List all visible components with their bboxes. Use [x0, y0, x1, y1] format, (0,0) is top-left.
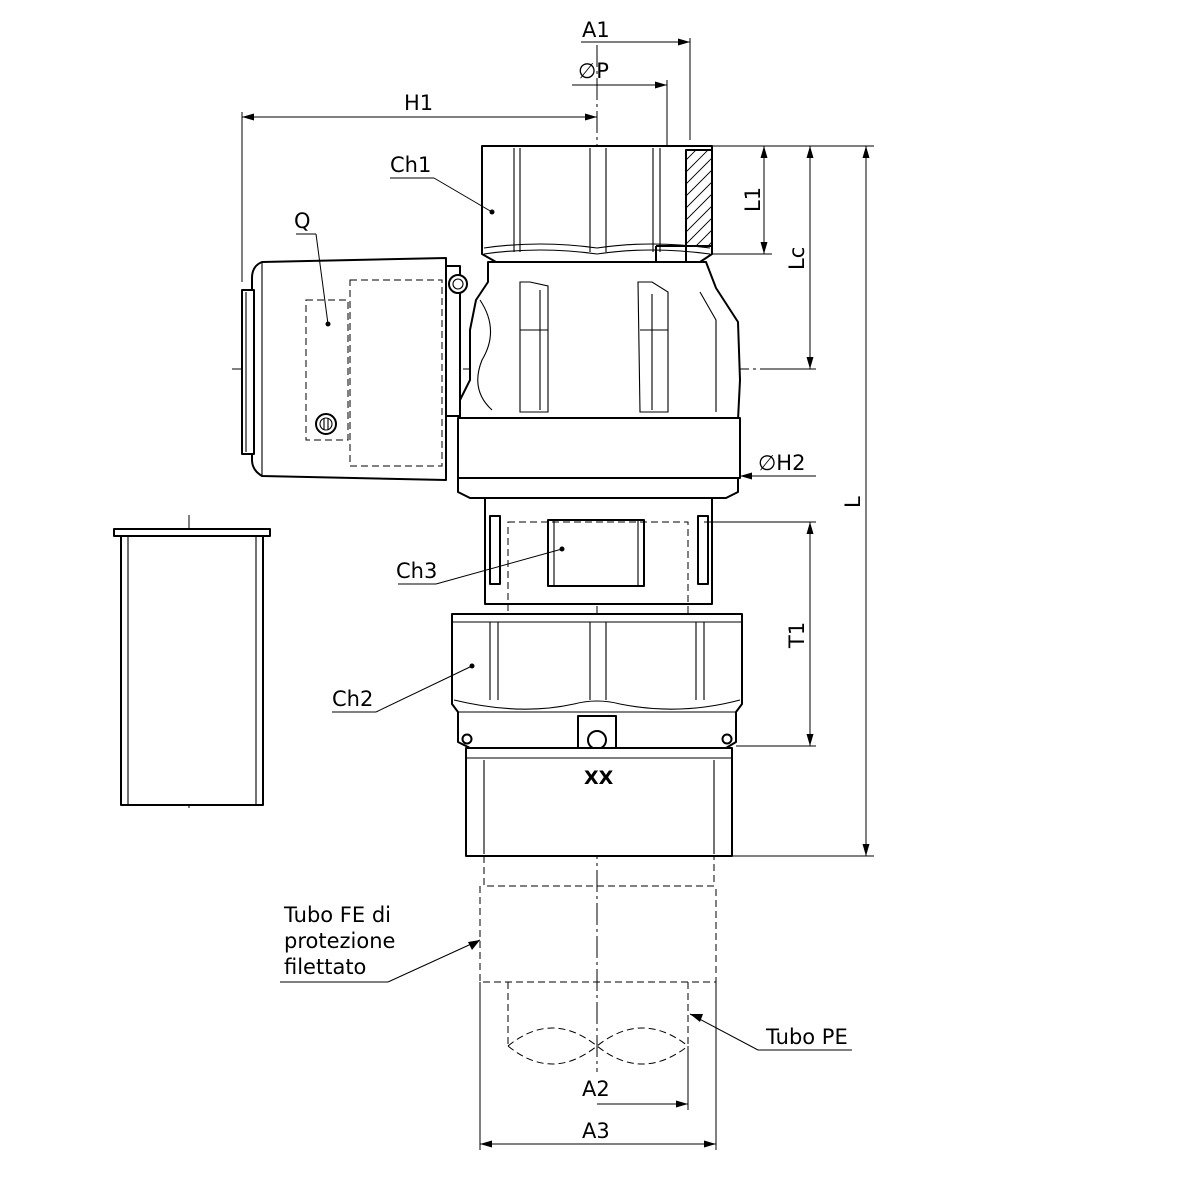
top-nut	[481, 145, 713, 263]
bottom-nut	[451, 613, 743, 751]
note-tubo-fe-line-1: Tubo FE di	[283, 903, 391, 927]
dimension-lines	[241, 38, 874, 1150]
sleeve-part	[113, 528, 271, 806]
dim-label-p: ∅P	[578, 59, 609, 83]
note-tubo-pe: Tubo PE	[765, 1025, 848, 1049]
dim-label-t1: T1	[785, 622, 809, 649]
part-label-ch1: Ch1	[390, 153, 431, 177]
valve-body	[457, 261, 741, 745]
dim-label-h2: ∅H2	[758, 451, 805, 475]
leader-lines	[280, 177, 852, 1051]
dim-label-l1: L1	[741, 187, 765, 212]
dim-label-h1: H1	[404, 91, 433, 115]
part-label-ch3: Ch3	[396, 559, 437, 583]
dim-label-a3: A3	[582, 1119, 610, 1143]
actuator-cap	[241, 257, 468, 481]
lower-sleeve	[465, 747, 733, 857]
dim-label-a1: A1	[582, 18, 610, 42]
dim-label-a2: A2	[582, 1077, 610, 1101]
labels: A1 ∅P H1 ∅H2 Ch1 Q Ch3 Ch2 XX Tubo FE di…	[283, 18, 865, 1143]
dim-label-l: L	[841, 496, 865, 508]
part-label-ch2: Ch2	[332, 687, 373, 711]
dim-label-lc: Lc	[785, 247, 809, 270]
note-tubo-fe-line-2: protezione	[284, 929, 395, 953]
note-tubo-fe-line-3: filettato	[284, 955, 366, 979]
part-label-q: Q	[294, 209, 311, 233]
marking-label: XX	[584, 767, 614, 789]
hidden-tubes	[479, 856, 717, 1065]
